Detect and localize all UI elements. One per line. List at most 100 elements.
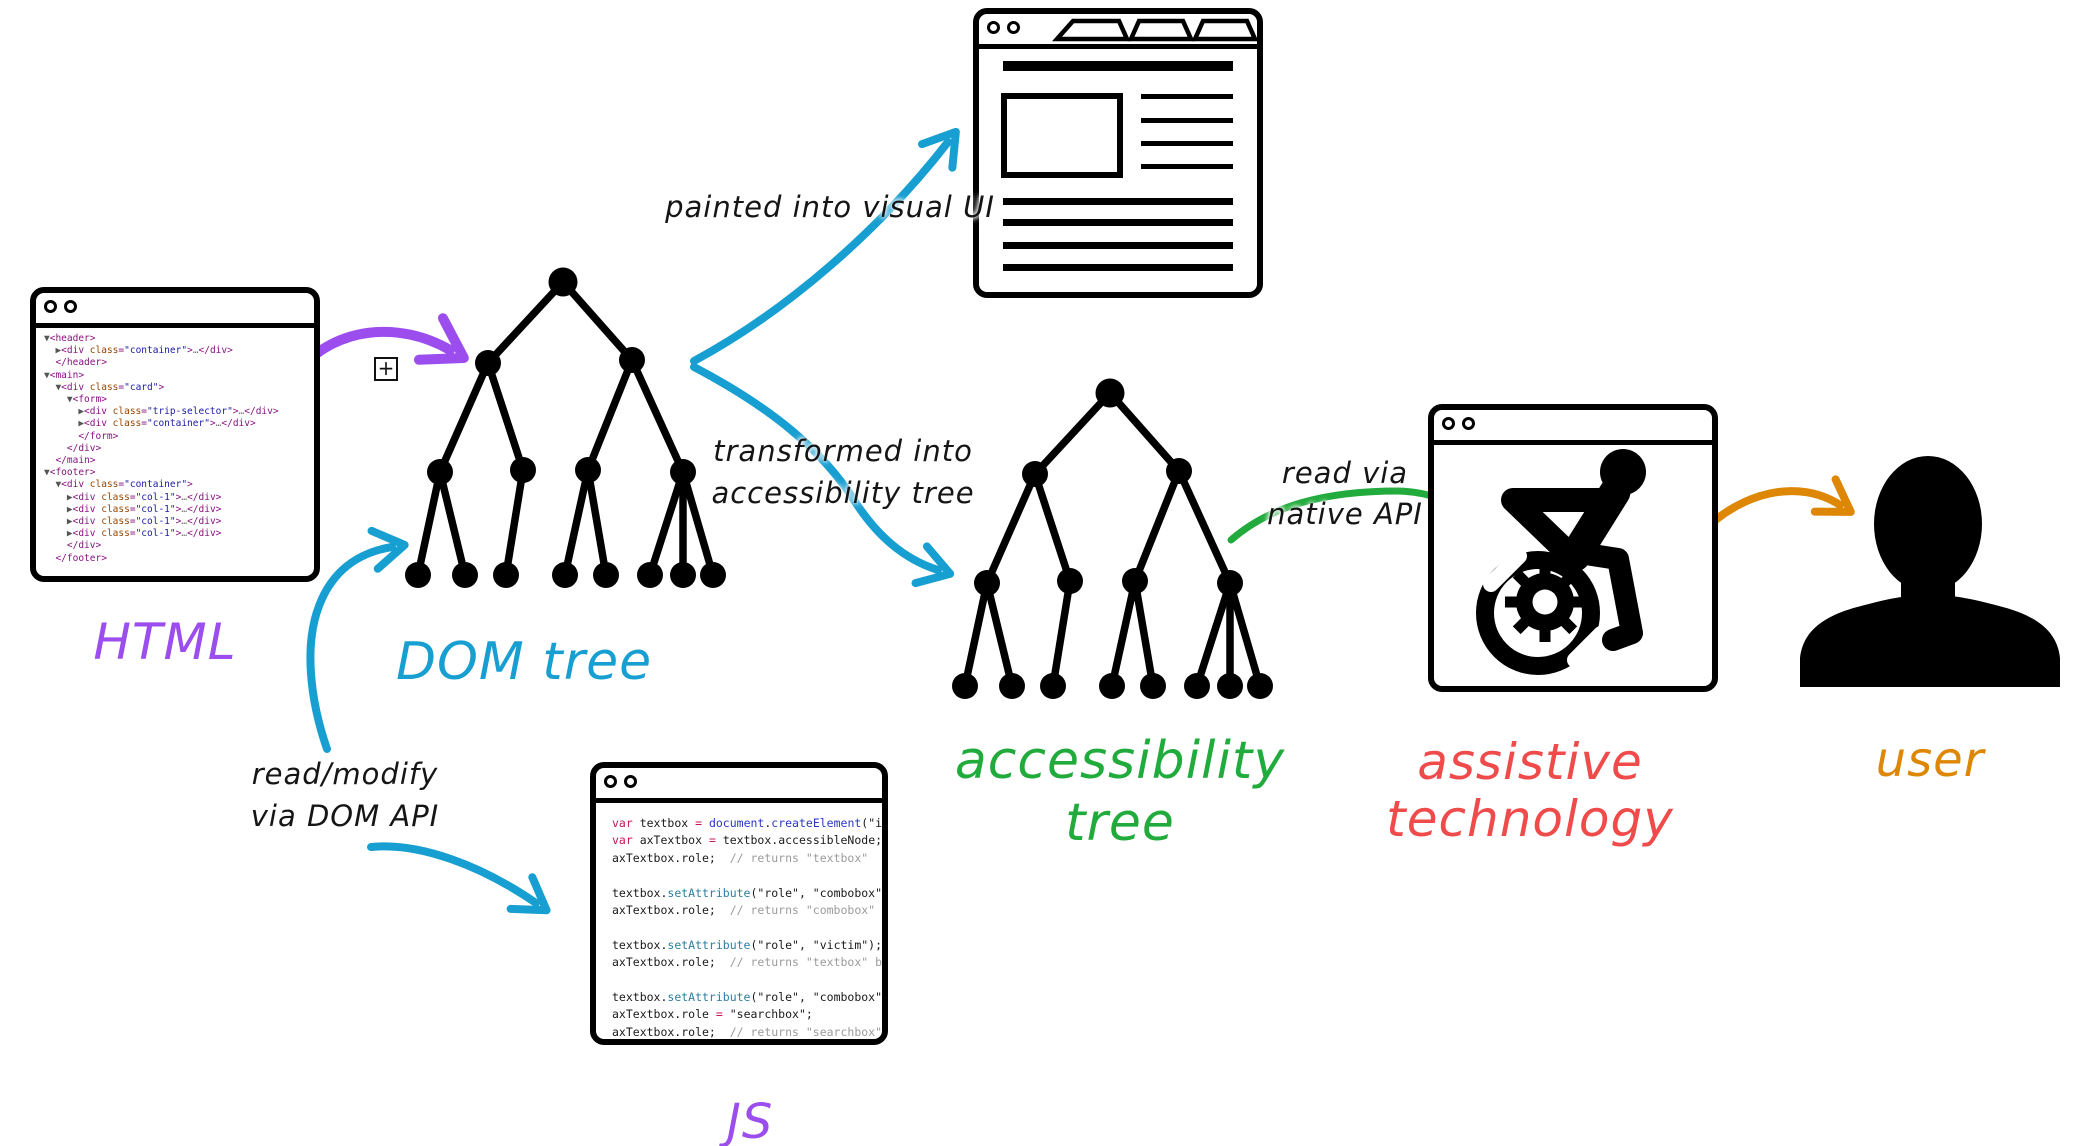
tree-node-l8 bbox=[700, 562, 726, 588]
window-titlebar bbox=[979, 14, 1259, 49]
tree-edge bbox=[484, 359, 527, 474]
code-line bbox=[612, 972, 882, 989]
js-code-window: var textbox = document.createElement("in… bbox=[590, 762, 888, 1045]
code-line: ▶<div class="container">…</div> bbox=[44, 418, 256, 430]
headline-bar bbox=[1003, 61, 1233, 71]
code-line: textbox.setAttribute("role", "combobox")… bbox=[612, 990, 882, 1005]
tree-edge bbox=[561, 466, 592, 579]
code-line: ▶<div class="col-1">…</div> bbox=[44, 491, 222, 503]
label-assistive-line1: assistive bbox=[1417, 733, 1643, 791]
tree-edge bbox=[584, 466, 610, 579]
tree-edge bbox=[414, 468, 444, 579]
code-line: textbox.setAttribute("role", "combobox")… bbox=[612, 885, 882, 900]
tree-edge bbox=[1108, 577, 1139, 690]
window-titlebar bbox=[596, 768, 882, 803]
html-source-window: ▼<header> ▶<div class="container">…</div… bbox=[30, 287, 320, 582]
tree-edge bbox=[559, 278, 636, 364]
annotation-read-via-native-api: read via native API bbox=[1240, 453, 1450, 535]
tree-node-l6 bbox=[637, 562, 663, 588]
code-line: ▼<main> bbox=[44, 369, 85, 381]
annotation-line: accessibility tree bbox=[711, 476, 975, 510]
arrow-dom-to-visual-ui bbox=[690, 127, 960, 365]
code-line: ▼<footer> bbox=[44, 467, 96, 479]
label-html: HTML bbox=[93, 613, 237, 671]
tree-node-a bbox=[475, 350, 501, 376]
tree-edge bbox=[1031, 389, 1114, 478]
code-line bbox=[612, 867, 882, 884]
code-line: axTextbox.role; // returns "textbox" bbox=[612, 850, 869, 865]
code-line: </footer> bbox=[55, 552, 107, 564]
window-dot-icon bbox=[1007, 21, 1020, 34]
code-line: ▼<div class="card"> bbox=[44, 381, 165, 393]
text-line bbox=[1141, 141, 1233, 146]
visual-ui-window bbox=[973, 8, 1263, 298]
text-line bbox=[1141, 94, 1233, 99]
code-line: </div> bbox=[66, 442, 102, 454]
tree-edge bbox=[584, 356, 636, 474]
tree-node-l6 bbox=[1184, 673, 1210, 699]
text-line bbox=[1141, 164, 1233, 169]
label-assistive-technology: assistive technology bbox=[1380, 734, 1680, 848]
tree-edge bbox=[1193, 579, 1234, 690]
tree-node-b1 bbox=[575, 457, 601, 483]
tree-edge bbox=[646, 468, 687, 579]
tree-node-b2 bbox=[1217, 570, 1243, 596]
tree-node-l3 bbox=[493, 562, 519, 588]
code-line bbox=[612, 919, 882, 936]
window-dot-icon bbox=[604, 775, 617, 788]
annotation-line: read/modify bbox=[251, 757, 439, 791]
user-silhouette-icon bbox=[1800, 456, 2060, 687]
code-line: textbox.setAttribute("role", "victim"); bbox=[612, 937, 882, 952]
label-assistive-line2: technology bbox=[1386, 790, 1674, 848]
label-accessibility-line1: accessibility bbox=[954, 731, 1286, 791]
tree-node-l8 bbox=[1247, 673, 1273, 699]
annotation-line: read via bbox=[1281, 456, 1409, 490]
tree-node-l1 bbox=[952, 673, 978, 699]
tree-edge bbox=[484, 278, 567, 367]
tree-node-l1 bbox=[405, 562, 431, 588]
window-dot-icon bbox=[987, 21, 1000, 34]
code-line: ▶<div class="col-1">…</div> bbox=[44, 516, 222, 528]
annotation-line: via DOM API bbox=[250, 799, 440, 833]
annotation-line: native API bbox=[1267, 497, 1423, 531]
text-line bbox=[1003, 219, 1233, 226]
expand-icon: + bbox=[374, 357, 398, 381]
window-dot-icon bbox=[1462, 417, 1475, 430]
code-line: axTextbox.role; // returns "searchbox" b… bbox=[612, 1024, 882, 1039]
tree-node-l2 bbox=[999, 673, 1025, 699]
tree-edge bbox=[1226, 579, 1264, 690]
tree-node-l3 bbox=[1040, 673, 1066, 699]
tree-node-l5 bbox=[593, 562, 619, 588]
browser-tabs bbox=[1051, 18, 1259, 42]
code-line: ▶<div class="trip-selector">…</div> bbox=[44, 406, 279, 418]
code-line: ▼<form> bbox=[44, 394, 107, 406]
tree-edge bbox=[436, 468, 469, 579]
code-line: axTextbox.role; // returns "textbox" bec… bbox=[612, 955, 882, 970]
label-dom-tree: DOM tree bbox=[395, 632, 653, 692]
tree-node-a bbox=[1022, 461, 1048, 487]
tree-node-a1 bbox=[427, 459, 453, 485]
tree-node-a2 bbox=[1057, 568, 1083, 594]
code-line: ▶<div class="container">…</div> bbox=[44, 345, 233, 357]
tree-edge bbox=[1131, 577, 1157, 690]
tree-edge bbox=[1175, 467, 1234, 587]
code-line: ▶<div class="col-1">…</div> bbox=[44, 503, 222, 515]
html-code-panel: ▼<header> ▶<div class="container">…</div… bbox=[36, 328, 314, 576]
tree-node-a1 bbox=[974, 570, 1000, 596]
tree-edge bbox=[1131, 467, 1183, 585]
code-line: </div> bbox=[66, 540, 102, 552]
tree-edge bbox=[1031, 470, 1074, 585]
tree-node-a2 bbox=[510, 457, 536, 483]
text-line bbox=[1003, 264, 1233, 271]
tree-node-l4 bbox=[1099, 673, 1125, 699]
tree-edge bbox=[983, 470, 1039, 587]
tree-edge bbox=[983, 579, 1016, 690]
annotation-line: transformed into bbox=[713, 434, 973, 468]
code-line: </header> bbox=[55, 357, 107, 369]
code-line: ▼<header> bbox=[44, 333, 96, 344]
tree-node-b1 bbox=[1122, 568, 1148, 594]
code-line: ▶<div class="col-1">…</div> bbox=[44, 528, 222, 540]
annotation-painted-into-visual-ui: painted into visual UI bbox=[665, 190, 995, 224]
window-dot-icon bbox=[44, 300, 57, 313]
